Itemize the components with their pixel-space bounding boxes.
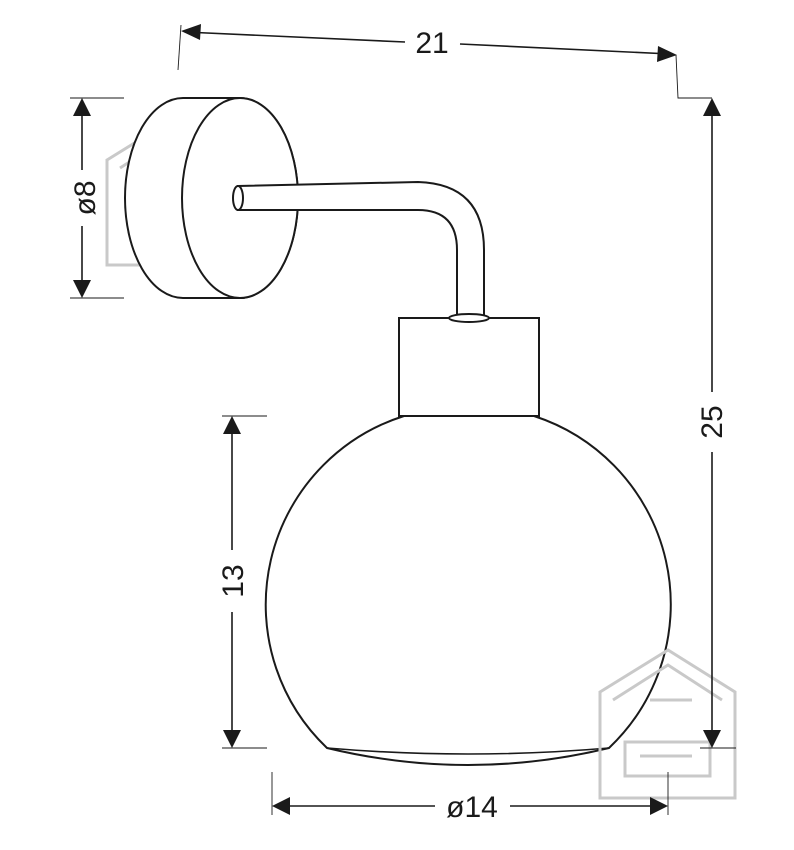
shade-height-label: 13: [217, 564, 250, 597]
shade-height-dimension: 13: [217, 415, 267, 749]
watermark-logo-bottom: [598, 648, 737, 800]
lamp-socket: [398, 313, 540, 417]
shade-diameter-label: ø14: [446, 791, 498, 824]
width-dimension: 21: [177, 24, 712, 99]
backplate-diameter-label: ø8: [69, 180, 102, 215]
glass-shade: [264, 415, 672, 766]
shade-diameter-dimension: ø14: [271, 772, 669, 824]
width-label: 21: [415, 27, 448, 60]
backplate-diameter-dimension: ø8: [69, 97, 124, 299]
height-dimension: 25: [696, 98, 736, 749]
height-label: 25: [696, 405, 729, 438]
